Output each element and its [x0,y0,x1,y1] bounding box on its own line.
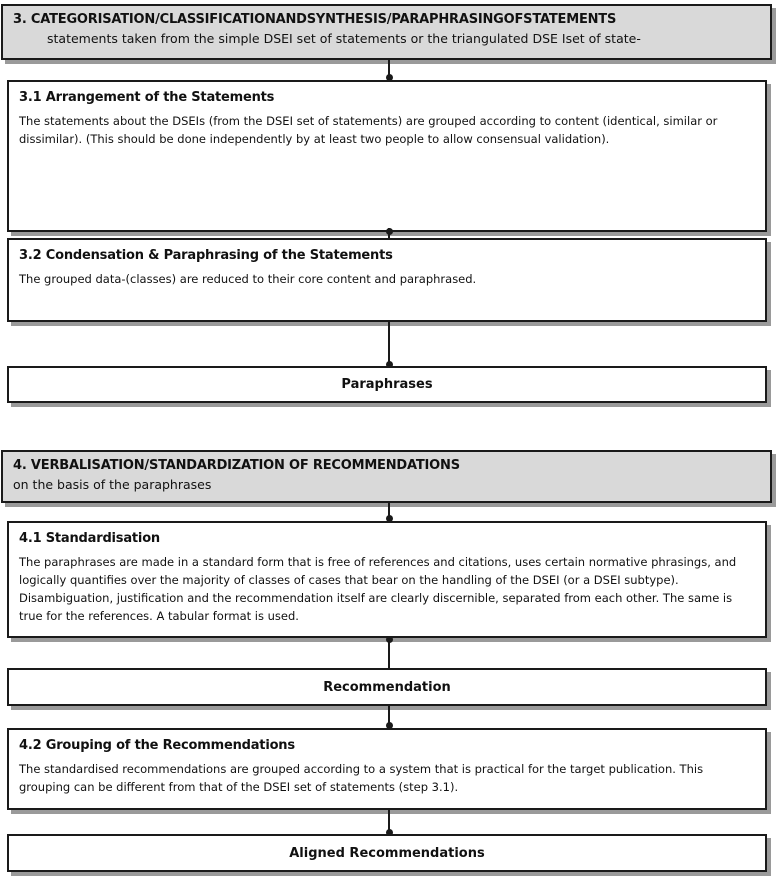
section-4-title: 4. VERBALISATION/STANDARDIZATION OF RECO… [13,458,460,473]
section-3-title: 3. CATEGORISATION/CLASSIFICATIONANDSYNTH… [13,12,617,27]
outcome-recommendation: Recommendation [7,668,767,706]
connector-dot [386,228,393,235]
section-3-header: 3. CATEGORISATION/CLASSIFICATIONANDSYNTH… [1,4,772,60]
connector-line [388,706,390,728]
section-4-subtitle: on the basis of the paraphrases [13,477,212,492]
step-4-1-box: 4.1 Standardisation The paraphrases are … [7,521,767,638]
connector-dot [386,722,393,729]
connector-line [388,503,390,521]
outcome-paraphrases-label: Paraphrases [341,377,433,392]
step-3-1-box: 3.1 Arrangement of the Statements The st… [7,80,767,232]
outcome-aligned-recommendations: Aligned Recommendations [7,834,767,872]
connector-line [388,638,390,668]
step-3-2-title: 3.2 Condensation & Paraphrasing of the S… [19,248,393,263]
connector-line [388,322,390,366]
step-4-2-box: 4.2 Grouping of the Recommendations The … [7,728,767,810]
step-3-1-body: The statements about the DSEIs (from the… [19,114,718,146]
outcome-recommendation-label: Recommendation [323,679,451,695]
connector-dot [386,515,393,522]
step-4-2-body: The standardised recommendations are gro… [19,762,704,794]
connector-dot [386,829,393,836]
step-4-1-body: The paraphrases are made in a standard f… [19,555,737,623]
step-3-2-box: 3.2 Condensation & Paraphrasing of the S… [7,238,767,322]
connector-dot [386,361,393,368]
connector-dot [386,74,393,81]
step-4-2-title: 4.2 Grouping of the Recommendations [19,738,295,753]
outcome-paraphrases: Paraphrases [7,366,767,403]
step-4-1-title: 4.1 Standardisation [19,531,160,546]
connector-line [388,810,390,834]
connector-line [388,60,390,80]
connector-dot [386,636,393,643]
step-3-1-title: 3.1 Arrangement of the Statements [19,90,275,105]
section-3-subtitle: statements taken from the simple DSEI se… [47,31,641,46]
section-4-header: 4. VERBALISATION/STANDARDIZATION OF RECO… [1,450,772,503]
step-3-2-body: The grouped data-(classes) are reduced t… [19,272,477,286]
outcome-aligned-recommendations-label: Aligned Recommendations [289,845,485,861]
